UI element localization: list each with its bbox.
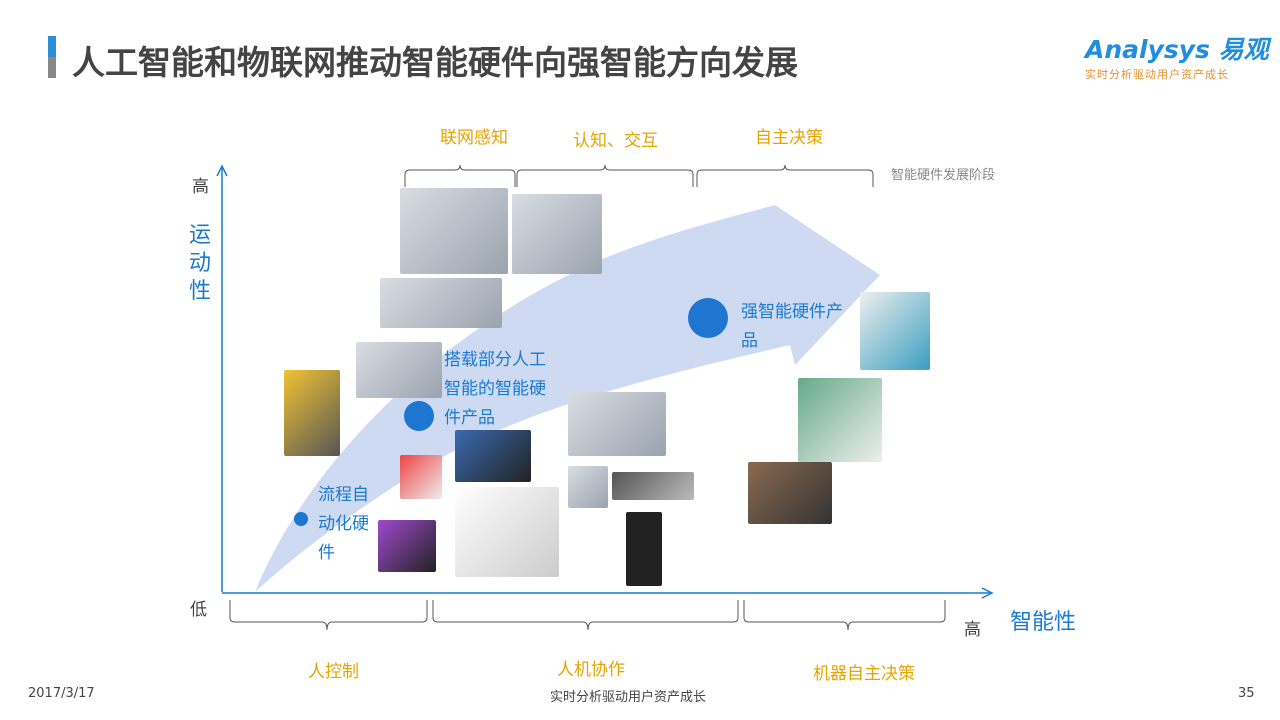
stage-note: 智能硬件发展阶段 xyxy=(891,168,996,183)
television-image xyxy=(378,520,436,572)
top-stage-decision: 自主决策 xyxy=(755,128,823,148)
logo-sub: 实时分析驱动用户资产成长 xyxy=(1085,68,1229,81)
service-robot-image xyxy=(455,487,559,577)
page-number: 35 xyxy=(1238,686,1255,701)
bottom-stage-collab: 人机协作 xyxy=(557,660,625,680)
level-label-3: 强智能硬件产品 xyxy=(741,302,843,351)
page-title: 人工智能和物联网推动智能硬件向强智能方向发展 xyxy=(72,43,798,82)
top-stage-sensing: 联网感知 xyxy=(440,128,508,148)
y-axis-low: 低 xyxy=(190,600,207,620)
bottom-stage-auto: 机器自主决策 xyxy=(813,664,915,684)
y-axis-high: 高 xyxy=(192,177,209,197)
surgical-robot-image xyxy=(400,188,508,274)
humanoid-robot-image xyxy=(860,292,930,370)
footer-date: 2017/3/17 xyxy=(28,686,95,701)
vr-headset-image xyxy=(612,472,694,500)
level-dot-3 xyxy=(688,298,728,338)
x-axis-high: 高 xyxy=(964,620,981,640)
tracked-robot-image xyxy=(380,278,502,328)
level-dot-1 xyxy=(294,512,308,526)
blood-pressure-monitor-image xyxy=(400,455,442,499)
smartwatch-image xyxy=(568,466,608,508)
brackets xyxy=(229,164,946,631)
y-axis-title: 运动性 xyxy=(189,223,212,304)
footer-slogan: 实时分析驱动用户资产成长 xyxy=(550,690,707,705)
x-axis-title: 智能性 xyxy=(1010,610,1077,635)
companion-robot-image xyxy=(512,194,602,274)
level-dot-2 xyxy=(404,401,434,431)
level-label-1: 流程自动化硬件 xyxy=(318,485,369,563)
growth-arrow xyxy=(255,205,880,592)
level-label-2: 搭载部分人工智能的智能硬件产品 xyxy=(444,350,546,428)
drone-image xyxy=(356,342,442,398)
dual-arm-robot-image xyxy=(568,392,666,456)
self-driving-car-image xyxy=(798,378,882,462)
bottom-stage-human: 人控制 xyxy=(308,662,359,682)
industrial-robot-arm-image xyxy=(284,370,340,456)
title-accent-bar xyxy=(48,36,56,78)
robot-vacuum-image xyxy=(455,430,531,482)
logo-main: Analysys 易观 xyxy=(1085,35,1269,64)
logo: Analysys 易观 实时分析驱动用户资产成长 xyxy=(1085,30,1269,82)
smart-speaker-image xyxy=(626,512,662,586)
top-stage-cognition: 认知、交互 xyxy=(573,131,658,151)
smart-watch-display-image xyxy=(748,462,832,524)
